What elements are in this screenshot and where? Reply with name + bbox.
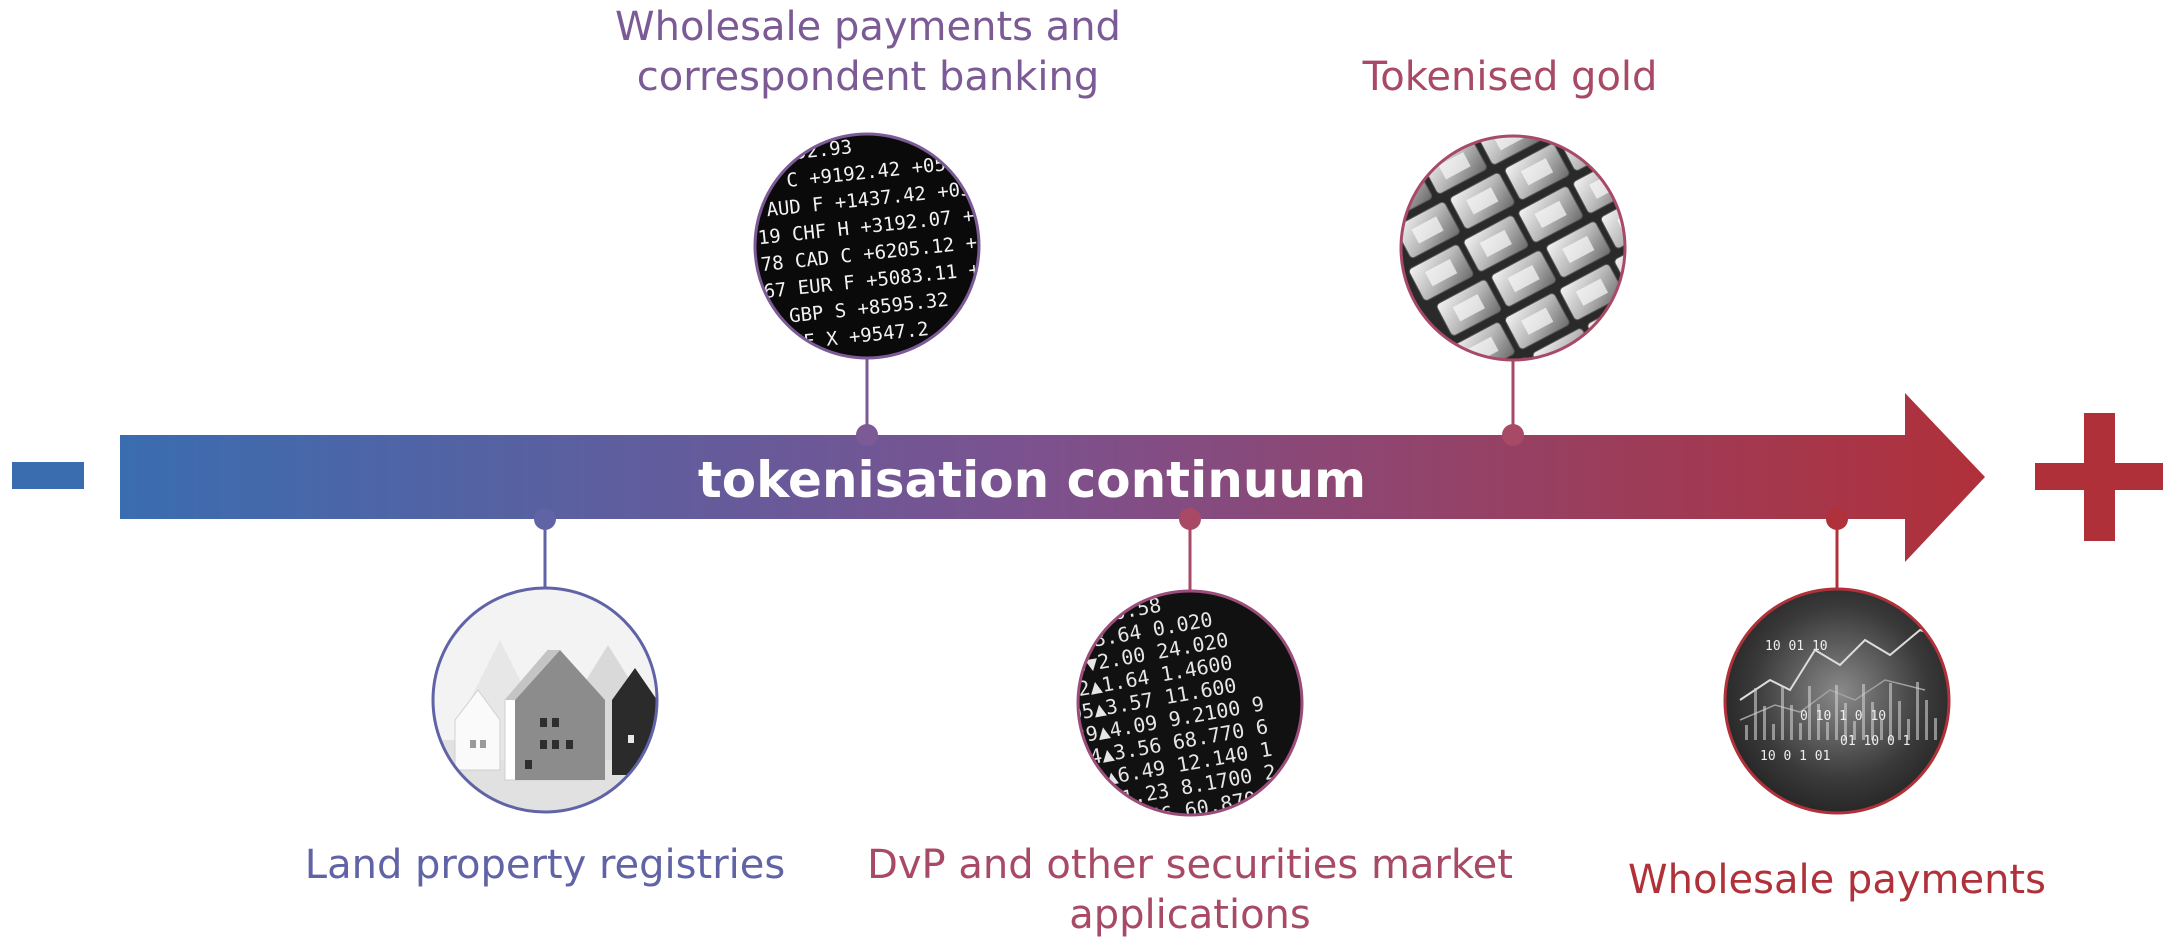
label-line: DvP and other securities market (867, 842, 1513, 888)
data-bar (1880, 720, 1883, 740)
silver-bar-top (1534, 200, 1567, 229)
silver-bar-top (1425, 258, 1458, 287)
label-wholesale-payments: Wholesale payments (1628, 855, 2046, 905)
silver-bar (1477, 357, 1543, 360)
data-bar (1835, 685, 1838, 740)
silver-bar-top (1507, 264, 1540, 293)
silver-bar-top (1658, 284, 1690, 311)
connector-dot-wholesale-corr (856, 424, 878, 446)
data-bar (1916, 682, 1919, 740)
data-bar (1772, 724, 1775, 740)
silver-bar-top (1562, 235, 1595, 264)
silver-bar-top (1520, 158, 1554, 186)
silver-bar-top (1521, 307, 1554, 335)
silver-bar-top (1466, 187, 1499, 215)
silver-bar-top (1575, 278, 1609, 306)
minus-sign (12, 462, 84, 489)
stock-board-image-border (1076, 589, 1304, 817)
arrow-label: tokenisation continuum (698, 451, 1366, 509)
silver-bar-top (1603, 313, 1625, 341)
silver-bar-top (1631, 249, 1663, 276)
data-bar (1889, 683, 1892, 740)
connectors (534, 358, 1848, 591)
digital-data-image: 10 01 10 0 10 1 0 10 10 0 1 01 01 10 0 1 (1723, 587, 1951, 815)
silver-bar-top (1438, 152, 1471, 180)
data-bar (1898, 701, 1901, 740)
label-line: Wholesale payments (1628, 857, 2046, 903)
silver-bar-top (1494, 372, 1526, 399)
data-bar (1862, 684, 1865, 740)
data-bar (1745, 725, 1748, 740)
connector-dot-dvp (1179, 508, 1201, 530)
data-bar (1790, 705, 1793, 740)
gold-bars-image-border (1399, 134, 1627, 362)
label-land-property-registries: Land property registries (305, 840, 785, 890)
ticker-line: 10 01 10 (1765, 639, 1828, 654)
data-bar (1808, 686, 1811, 740)
data-bar (1844, 703, 1847, 740)
connector-dot-wholesale (1826, 508, 1848, 530)
plus-sign (2035, 413, 2163, 541)
silver-bar-top (1411, 216, 1444, 244)
label-line: Land property registries (304, 842, 786, 888)
label-line: correspondent banking (636, 54, 1100, 100)
digital-data-image-border (1723, 587, 1951, 815)
silver-bar-top (1452, 294, 1485, 322)
data-bar (1826, 722, 1829, 740)
silver-bar-top (1575, 136, 1608, 157)
houses-image (431, 586, 659, 814)
label-line: applications (1069, 892, 1311, 938)
data-bar (1763, 706, 1766, 740)
label-tokenised-gold: Tokenised gold (1363, 52, 1658, 102)
data-bar (1781, 687, 1784, 740)
ticker-line: 01 10 0 1 (1840, 734, 1910, 749)
fx-ticker-image-border (753, 132, 981, 360)
ticker-line: 0 10 1 0 10 (1800, 709, 1886, 724)
data-bar (1925, 700, 1928, 740)
label-line: Tokenised gold (1362, 54, 1658, 100)
connector-dot-gold (1502, 424, 1524, 446)
connector-dot-land (534, 508, 556, 530)
data-bar (1853, 721, 1856, 740)
label-line: Wholesale payments and (615, 4, 1121, 50)
data-bar (1934, 718, 1937, 740)
silver-bar (1641, 269, 1707, 327)
data-bar (1817, 704, 1820, 740)
data-bar (1799, 723, 1802, 740)
data-bar (1871, 702, 1874, 740)
houses-image-border (431, 586, 659, 814)
ticker-line: 10 0 1 01 (1760, 749, 1830, 764)
gold-bars-image (1399, 134, 1707, 399)
data-bar (1907, 719, 1910, 740)
silver-bar-top (1479, 229, 1513, 258)
data-bar (1754, 688, 1757, 740)
